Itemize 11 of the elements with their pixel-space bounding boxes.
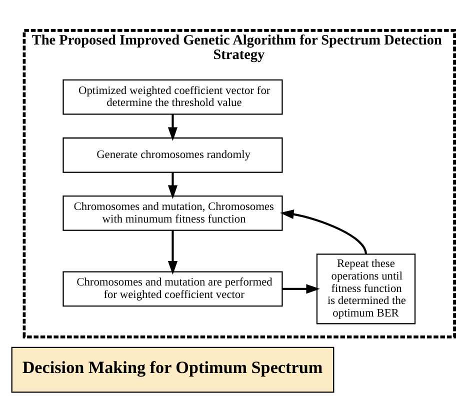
- arrow: [168, 230, 178, 274]
- node-box: Optimized weighted coefficient vector for determine the threshold value: [62, 78, 283, 114]
- node-box: Repeat these operations until fitness function is determined the optimum BER: [316, 253, 416, 324]
- node-box: Generate chromosomes randomly: [62, 136, 283, 172]
- node-box: Decision Making for Optimum Spectrum: [11, 346, 334, 392]
- arrow: [168, 114, 178, 140]
- arrow: [282, 284, 320, 294]
- arrow: [168, 172, 178, 199]
- node-box: Chromosomes and mutation, Chromosomes with minumum fitness function: [62, 195, 283, 230]
- node-box: Chromosomes and mutation are performed for weighted coefficient vector: [62, 270, 283, 306]
- arrow: [280, 208, 368, 254]
